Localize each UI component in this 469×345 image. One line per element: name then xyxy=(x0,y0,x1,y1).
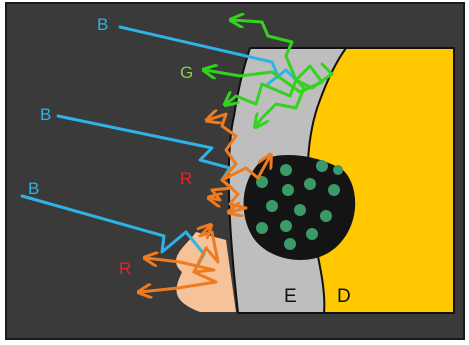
label-r-lower: R xyxy=(119,259,131,278)
bacteria-dot xyxy=(306,228,318,240)
bacteria-dot xyxy=(304,178,316,190)
bacteria-dot xyxy=(333,165,343,175)
bacteria-dot xyxy=(266,200,278,212)
bacteria-dot xyxy=(328,184,340,196)
bacteria-dot xyxy=(294,204,306,216)
bacteria-dot xyxy=(256,222,268,234)
bacteria-dot xyxy=(284,238,296,250)
label-dentin: D xyxy=(337,286,351,307)
label-g: G xyxy=(180,63,193,82)
bacteria-dot xyxy=(282,184,294,196)
bacteria-dot xyxy=(316,160,328,172)
label-r-upper: R xyxy=(180,169,192,188)
bacteria-dot xyxy=(280,220,292,232)
bacteria-dot xyxy=(320,210,332,222)
label-b-middle: B xyxy=(40,105,51,124)
label-b-bottom: B xyxy=(28,179,39,198)
bacteria-dot xyxy=(280,164,292,176)
label-enamel: E xyxy=(284,286,297,307)
label-b-top: B xyxy=(97,15,108,34)
